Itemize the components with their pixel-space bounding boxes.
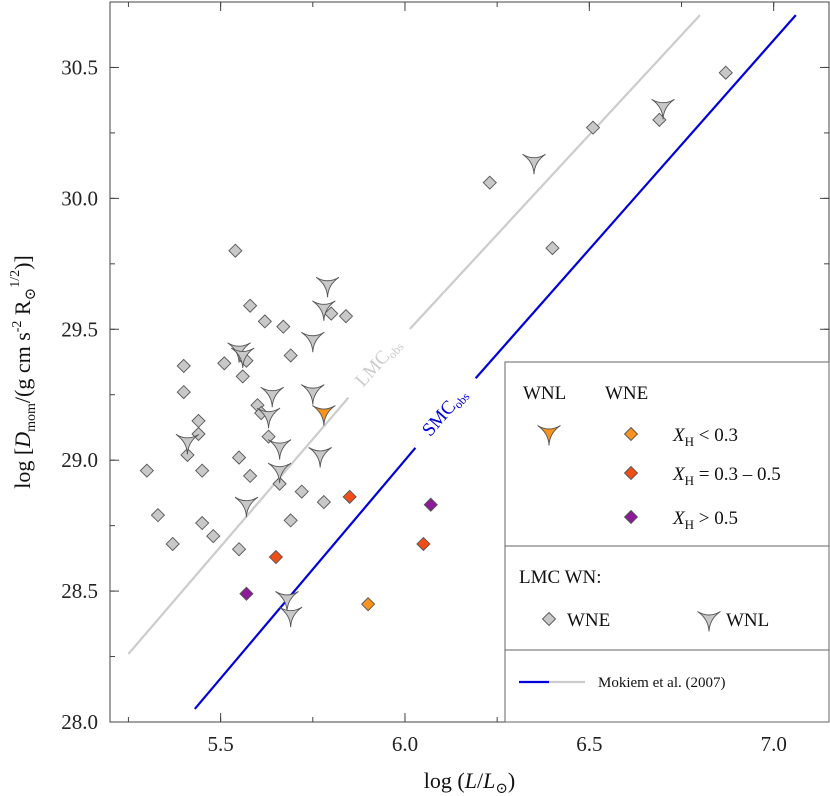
data-point-wnl	[301, 331, 325, 353]
data-point-diamond	[217, 356, 232, 371]
data-point-diamond	[195, 515, 210, 531]
legend-xh-mid-marker	[623, 465, 639, 481]
smc-obs-line	[474, 14, 797, 380]
lmc-obs-label: LMCobs	[351, 334, 406, 392]
data-point-diamond	[176, 384, 191, 400]
legend-lmc-wnl-label: WNL	[726, 610, 769, 631]
data-point-wnl	[315, 276, 340, 298]
data-point-diamond	[482, 175, 497, 190]
legend: WNL WNE XH < 0.3 XH = 0.3 – 0.5 XH > 0.5LMC …	[504, 361, 830, 723]
data-point-diamond	[338, 309, 354, 324]
data-point-diamond	[242, 298, 258, 313]
x-tick-label: 6.0	[392, 732, 418, 756]
series-smc-wnl	[312, 405, 336, 426]
data-point-diamond	[261, 429, 276, 444]
x-axis-title: log (L/L⊙)	[424, 768, 515, 796]
x-tick-label: 7.0	[761, 732, 787, 756]
data-point-wnl	[267, 462, 292, 484]
data-point-diamond	[254, 405, 269, 421]
data-point-diamond	[195, 463, 210, 478]
data-point-diamond	[257, 314, 272, 329]
data-point-diamond	[294, 484, 309, 499]
data-point-diamond	[176, 358, 191, 374]
data-point-wnl	[260, 386, 284, 408]
data-point-diamond	[165, 536, 180, 552]
data-point-diamond	[235, 369, 250, 384]
data-point-diamond	[150, 508, 166, 523]
data-point-wnl	[308, 447, 332, 468]
data-point-diamond	[423, 497, 438, 512]
data-point-wnl	[301, 384, 325, 405]
data-point-wnl	[234, 496, 259, 518]
data-point-wnl	[312, 405, 336, 426]
series-lmc-wne	[139, 65, 733, 557]
series-smc-wne-xh-0-3	[360, 597, 376, 612]
data-point-diamond	[228, 243, 243, 258]
data-point-diamond	[191, 413, 206, 429]
data-point-diamond	[324, 306, 339, 321]
data-point-diamond	[180, 447, 195, 463]
legend-lmc-wne-marker	[541, 611, 557, 627]
legend-xh-gt-marker	[623, 509, 639, 525]
lmc-obs-line	[127, 396, 350, 655]
data-point-wnl	[267, 439, 292, 460]
y-tick-label: 28.5	[61, 579, 98, 603]
series-smc-wne-xh-0-3-0-5	[268, 489, 431, 565]
data-point-diamond	[242, 468, 258, 484]
y-tick-label: 29.5	[61, 317, 98, 341]
data-point-diamond	[342, 489, 357, 504]
data-point-diamond	[268, 549, 284, 565]
data-point-diamond	[283, 348, 298, 363]
legend-xh-lt-label: XH < 0.3	[672, 425, 738, 449]
data-point-diamond	[360, 597, 376, 612]
data-point-wnl	[312, 300, 336, 321]
series-smc-wne-xh-0-5	[239, 497, 438, 601]
data-point-wnl	[275, 591, 299, 612]
data-point-wnl	[651, 98, 675, 120]
lmc-obs-line	[409, 14, 701, 330]
data-point-wnl	[522, 153, 546, 175]
data-point-diamond	[239, 586, 254, 601]
legend-xh-gt-label: XH > 0.5	[672, 508, 738, 532]
data-point-diamond	[545, 240, 560, 256]
data-point-diamond	[283, 513, 298, 528]
x-tick-label: 5.5	[207, 732, 233, 756]
data-point-diamond	[585, 120, 601, 135]
y-tick-label: 30.0	[61, 186, 98, 210]
data-point-wnl	[230, 347, 255, 368]
data-point-diamond	[139, 463, 155, 478]
y-axis-title: log [Dmom/(g cm s-2 R⊙1/2)]	[8, 255, 39, 489]
legend-lmc-wnl-marker	[697, 611, 721, 632]
x-tick-label: 6.5	[576, 732, 602, 756]
data-point-diamond	[276, 319, 291, 334]
smc-obs-line	[193, 447, 417, 710]
series-lmc-wnl	[175, 98, 675, 628]
legend-xh-mid-label: XH = 0.3 – 0.5	[672, 464, 781, 488]
smc-obs-label: SMCobs	[418, 384, 472, 442]
legend-lmc-header: LMC WN:	[519, 567, 602, 588]
data-point-diamond	[231, 450, 247, 465]
data-point-diamond	[416, 536, 431, 552]
y-tick-label: 28.0	[61, 710, 98, 734]
data-point-diamond	[231, 542, 247, 557]
data-point-wnl	[256, 407, 281, 429]
data-point-diamond	[206, 528, 221, 544]
legend-xh-lt-marker	[623, 426, 639, 442]
data-point-wnl	[278, 606, 303, 628]
data-point-diamond	[316, 494, 331, 510]
data-point-diamond	[718, 65, 733, 80]
data-point-diamond	[272, 476, 287, 491]
legend-wnl-header: WNL	[523, 383, 566, 404]
fit-lines	[127, 14, 797, 710]
y-tick-label: 29.0	[61, 448, 98, 472]
y-tick-label: 30.5	[61, 55, 98, 79]
legend-lmc-wne-label: WNE	[567, 610, 610, 631]
legend-wne-header: WNE	[605, 383, 648, 404]
legend-box	[504, 361, 830, 723]
data-point-wnl	[175, 433, 200, 455]
legend-wnl-orange-marker	[537, 425, 561, 446]
legend-mokiem: Mokiem et al. (2007)	[598, 675, 725, 691]
